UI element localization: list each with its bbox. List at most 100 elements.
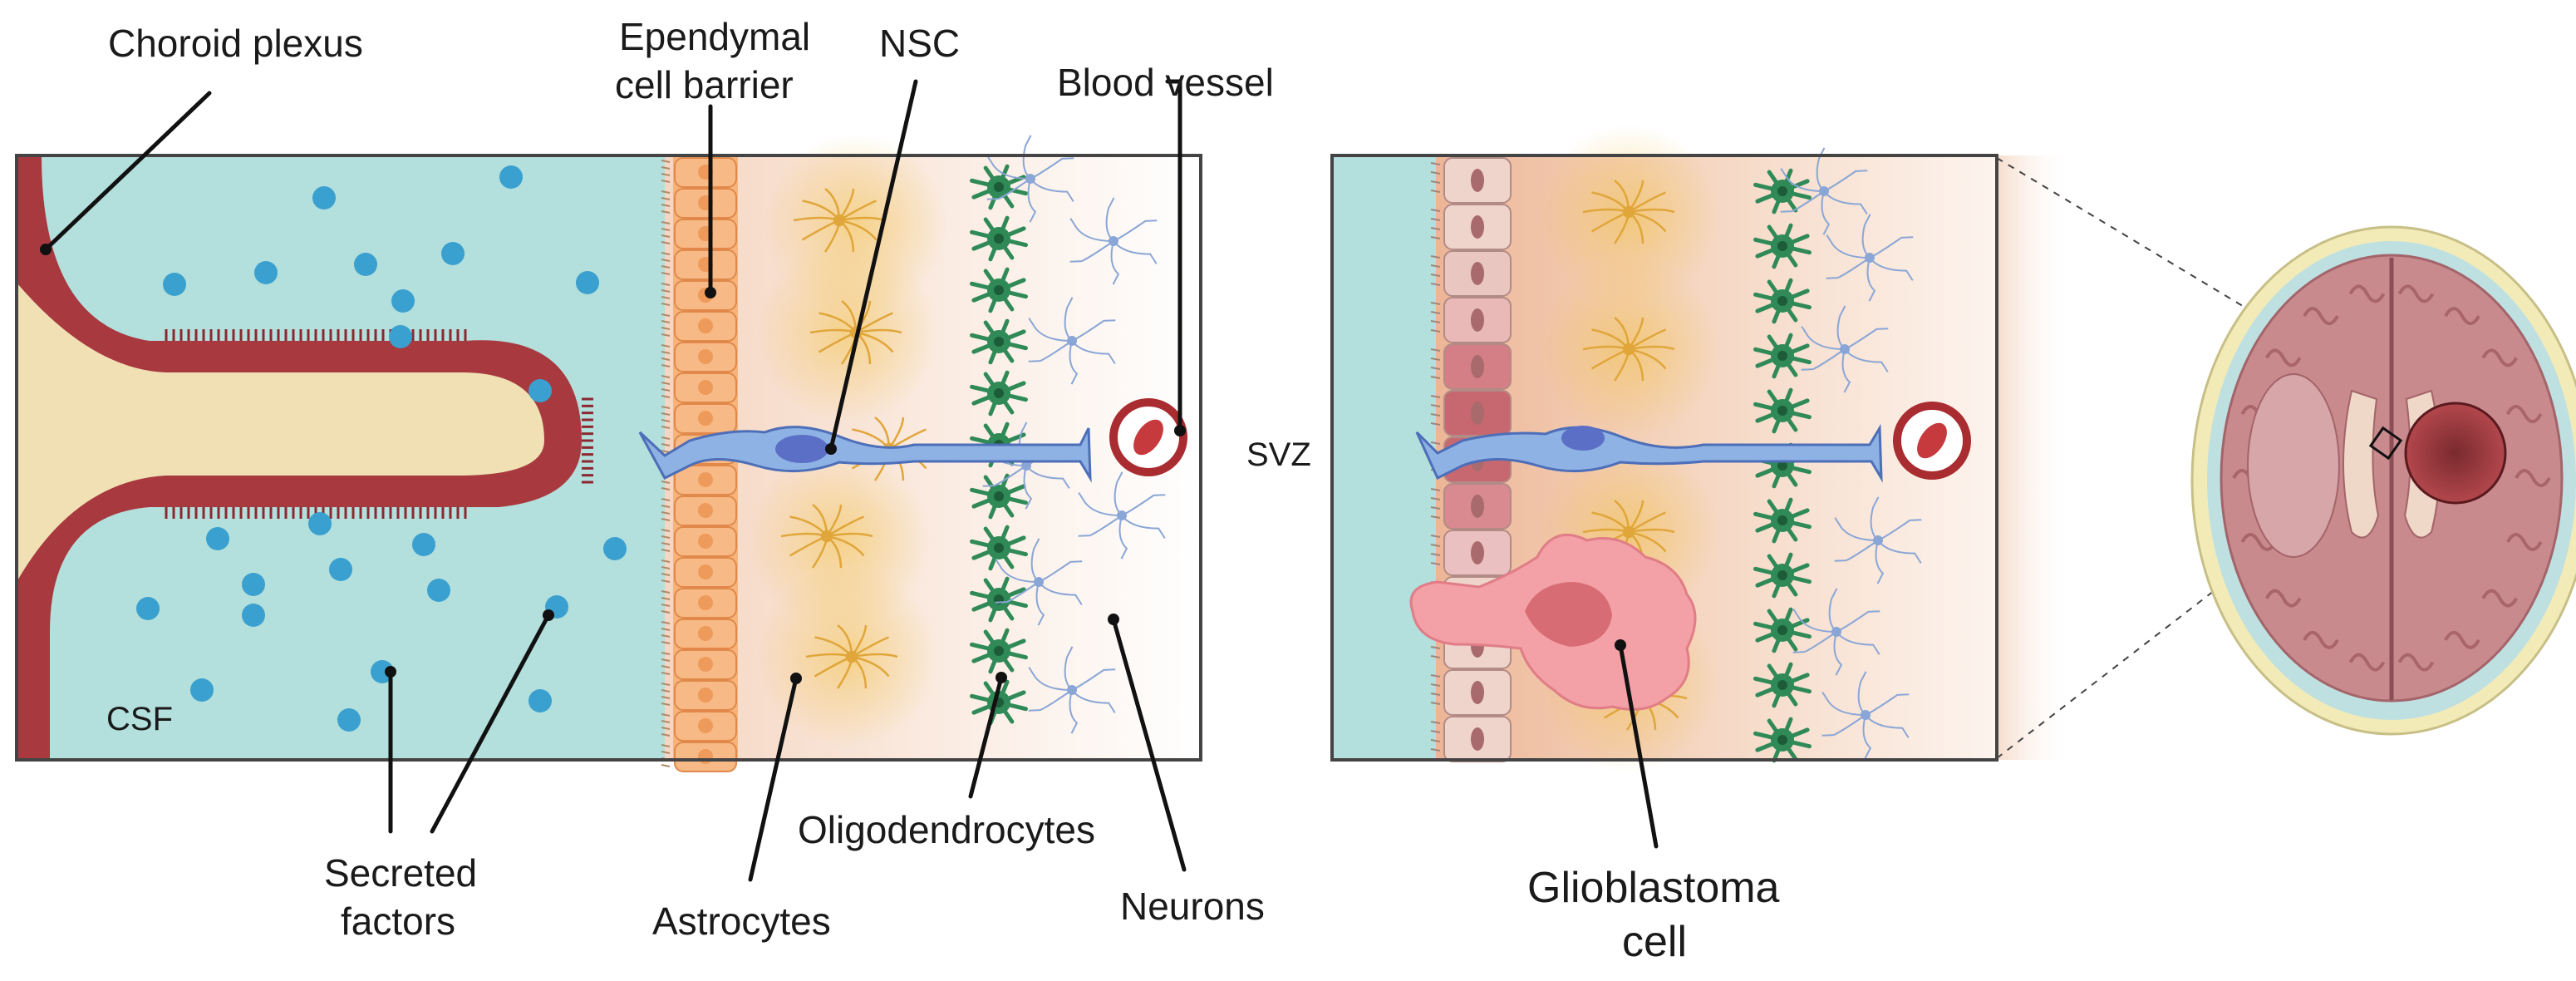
secreted-factor — [136, 597, 160, 620]
label-ependymal-line2: cell barrier — [615, 63, 794, 106]
secreted-factor — [242, 604, 265, 627]
brain-gyrus — [2265, 348, 2302, 367]
label-glioblastoma-line1: Glioblastoma — [1527, 864, 1780, 912]
label-secreted-line2: factors — [341, 900, 455, 943]
secreted-factor — [528, 689, 552, 712]
label-neurons: Neurons — [1120, 885, 1265, 928]
oligodendrocytes-layer — [970, 164, 1028, 726]
brain-gyrus — [2397, 284, 2435, 303]
secreted-factor — [312, 186, 336, 210]
secreted-factor — [354, 253, 377, 276]
neuron-dendrite — [1826, 234, 1871, 259]
neuron-body — [1831, 627, 1841, 637]
nsc-cell — [638, 426, 1092, 483]
ependymal-nucleus — [698, 472, 713, 487]
brain-gyrus — [2515, 469, 2551, 487]
ependymal-nucleus — [698, 688, 713, 702]
neuron-dendrite — [1821, 692, 1866, 717]
neuron-dendrite — [1780, 190, 1825, 213]
neuron-body — [1067, 336, 1077, 346]
blood-vessel — [1109, 398, 1187, 476]
secreted-factor — [391, 289, 415, 313]
ependymal-nucleus — [698, 318, 713, 333]
secreted-factor — [190, 678, 214, 702]
neuron-dendrite — [1792, 609, 1837, 633]
right-panel-frame — [1330, 154, 1998, 762]
ependymal-nucleus — [698, 534, 713, 549]
neuron-dendrite — [986, 178, 1031, 200]
secreted-factor — [576, 271, 599, 294]
secreted-factor — [389, 325, 412, 348]
neuron-dendrite — [1028, 667, 1073, 692]
ependymal-nucleus — [698, 380, 713, 395]
secreted-factor — [206, 527, 229, 550]
oligodendrocytes-layer-right — [1753, 168, 1812, 763]
right-panel — [1330, 125, 2072, 773]
astrocyte-body — [820, 530, 833, 543]
ependymal-nucleus — [698, 349, 713, 364]
brain-gyrus — [2397, 653, 2435, 672]
brain-gyrus — [2444, 307, 2480, 326]
brain-section — [1996, 157, 2576, 759]
neurons-layer-right — [1780, 147, 1922, 759]
left-panel-frame — [15, 154, 1202, 762]
neuron-dendrite — [1834, 540, 1879, 562]
annotations: Choroid plexus Ependymal cell barrier NS… — [40, 15, 1780, 966]
secreted-factor — [254, 261, 278, 284]
brain-gyrus — [2348, 284, 2386, 303]
secreted-factor — [242, 573, 265, 596]
ependymal-nucleus — [698, 718, 713, 733]
label-astrocytes: Astrocytes — [652, 900, 831, 943]
neuron-dendrite — [1028, 340, 1073, 362]
brain-gyrus — [2303, 307, 2339, 326]
secreted-factor — [412, 533, 435, 556]
neuron-body — [1861, 710, 1871, 720]
neuron-dendrite — [1028, 318, 1073, 343]
astrocyte-body — [1622, 525, 1635, 539]
brain-gyrus — [2348, 653, 2386, 672]
label-oligodendrocytes: Oligodendrocytes — [798, 808, 1095, 851]
ependymal-nucleus — [698, 411, 713, 426]
label-nsc: NSC — [879, 22, 960, 65]
secreted-factor — [427, 579, 450, 602]
secreted-factor — [337, 708, 361, 732]
neuron-body — [1117, 510, 1127, 520]
neuron-dendrite — [1069, 218, 1114, 243]
label-choroid-plexus: Choroid plexus — [108, 22, 363, 65]
neuron-dendrite — [1780, 168, 1825, 193]
label-secreted-line1: Secreted — [324, 851, 477, 895]
neuron-dendrite — [1821, 714, 1866, 737]
ventricle-region — [1332, 155, 1436, 760]
ependymal-nucleus — [698, 657, 713, 672]
brain-gyrus — [2444, 630, 2480, 649]
label-svz: SVZ — [1246, 436, 1311, 473]
neuron-dendrite — [995, 581, 1040, 604]
neuron-body — [1873, 535, 1883, 545]
zoom-box — [2368, 426, 2403, 461]
neuron-dendrite — [1801, 326, 1846, 351]
brain-gyrus — [2506, 405, 2543, 423]
neuron-dendrite — [1834, 517, 1879, 542]
neuron-dendrite — [1792, 631, 1837, 653]
secreted-factor — [371, 660, 394, 683]
ependymal-cells-right — [1430, 157, 1512, 762]
secreted-factors — [136, 165, 627, 732]
left-panel — [15, 133, 1202, 772]
ependymal-nucleus — [698, 626, 713, 641]
label-glioblastoma-line2: cell — [1622, 918, 1687, 966]
secreted-factor — [528, 379, 552, 402]
neuron-dendrite — [1078, 492, 1123, 517]
neuron-body — [1840, 344, 1850, 354]
ependymal-nucleus — [698, 595, 713, 610]
label-csf: CSF — [106, 701, 173, 737]
brain-gyrus — [2240, 533, 2277, 551]
neuron-dendrite — [1078, 515, 1123, 537]
neuron-dendrite — [1826, 257, 1871, 279]
secreted-factor — [603, 537, 627, 560]
neuron-body — [1819, 186, 1829, 196]
ependymal-nucleus — [698, 749, 713, 764]
astrocyte-body — [833, 214, 846, 227]
neuron-body — [1034, 577, 1044, 587]
neuron-dendrite — [982, 465, 1027, 487]
